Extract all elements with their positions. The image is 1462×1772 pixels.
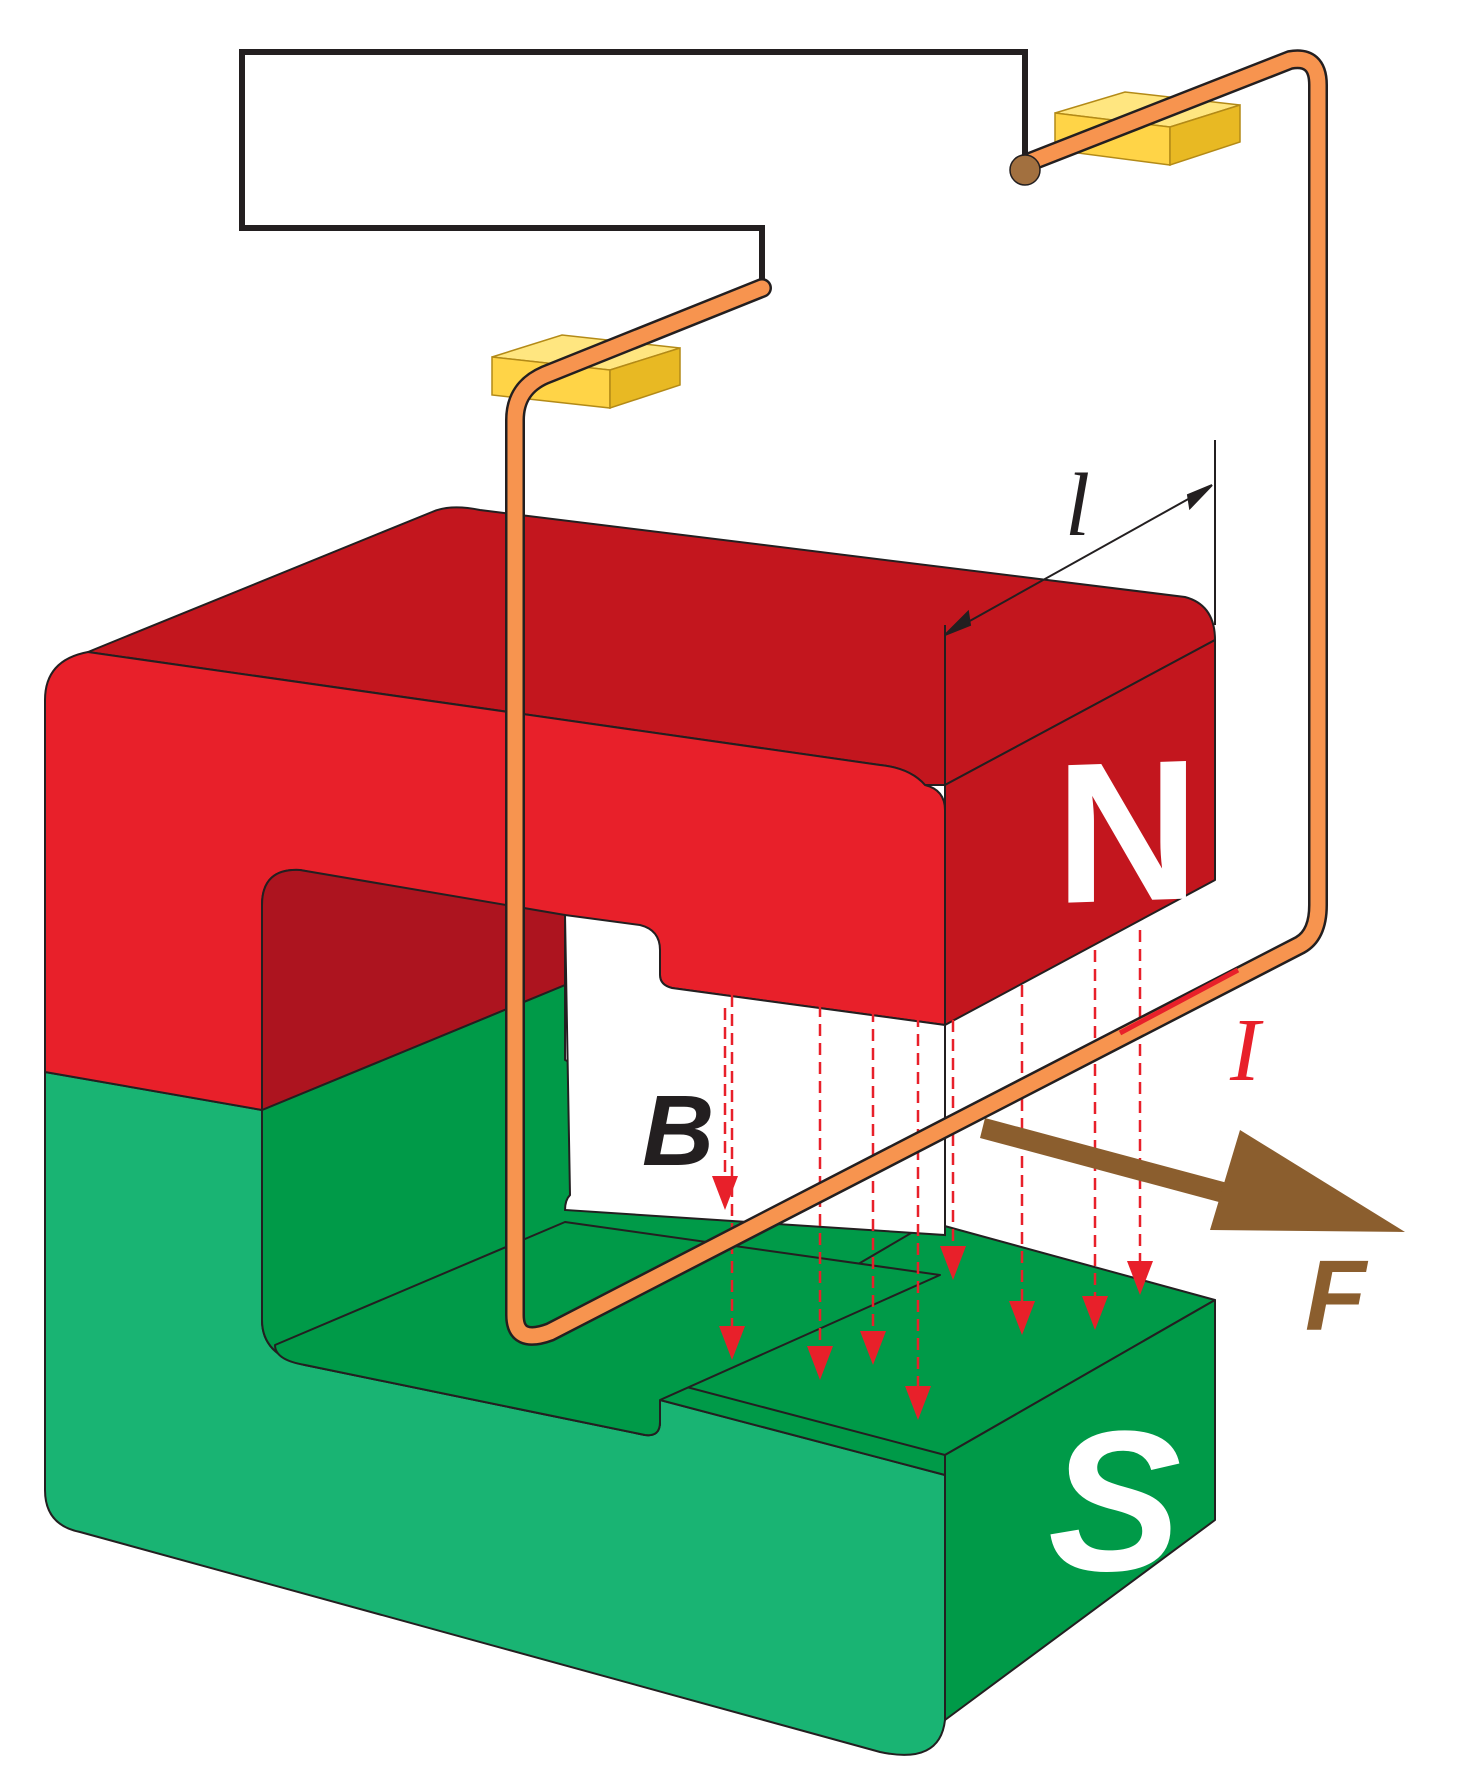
south-pole-label: S (1048, 1390, 1181, 1613)
field-line-arrowhead (1082, 1296, 1108, 1330)
field-lines (712, 930, 1153, 1420)
current-label: I (1229, 1001, 1264, 1100)
conducting-rod-loop-fill (507, 51, 1326, 1344)
rod-end-cap (1009, 154, 1041, 186)
north-pole-block (44, 506, 1216, 1111)
field-line-arrowhead (1009, 1301, 1035, 1335)
force-arrow (980, 1118, 1405, 1232)
field-line-arrowhead (940, 1246, 966, 1280)
field-line-arrowhead (807, 1346, 833, 1380)
force-label: F (1305, 1240, 1369, 1352)
current-direction-mark (1118, 967, 1240, 1036)
south-pole-block (44, 984, 1216, 1756)
south-right-face (944, 1299, 1216, 1721)
dimension-line (949, 487, 1209, 633)
dimension-arrow-right (1186, 484, 1213, 511)
circuit (239, 49, 1328, 1346)
right-rail-contact (1054, 91, 1241, 167)
field-line-arrowhead (719, 1326, 745, 1360)
field-label: B (642, 1075, 714, 1187)
field-line-arrowhead (712, 1176, 738, 1210)
field-line-arrowhead (860, 1331, 886, 1365)
gap-highlight (563, 913, 946, 1237)
force-arrow-head (1210, 1130, 1405, 1232)
south-inner-floor (274, 1221, 941, 1437)
north-pole-label: N (1055, 718, 1199, 946)
length-dimension (944, 440, 1216, 785)
force-arrow-shaft (980, 1118, 1235, 1205)
black-lead-wire (239, 49, 1028, 280)
field-line-arrowhead (1127, 1261, 1153, 1295)
length-label: l (1065, 456, 1090, 555)
dimension-arrow-left (944, 609, 972, 636)
field-line-arrowhead (905, 1386, 931, 1420)
